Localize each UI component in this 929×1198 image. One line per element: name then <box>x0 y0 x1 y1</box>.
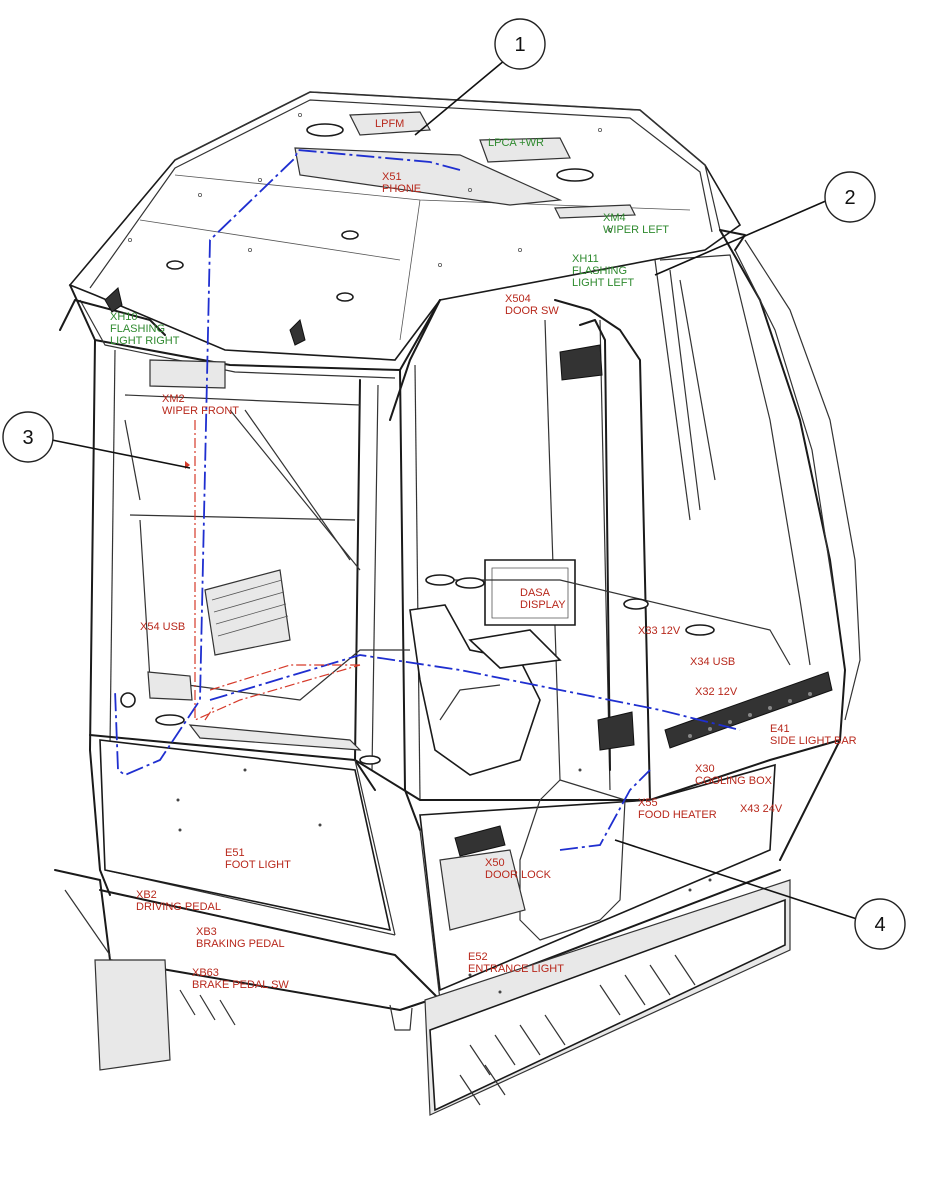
label-line: XH11 <box>572 253 599 265</box>
callouts: 1 2 3 4 <box>2 18 906 950</box>
callout-2-number: 2 <box>844 187 855 209</box>
label-line: X504 <box>505 293 531 305</box>
label-lpca: LPCA +WR <box>488 137 544 149</box>
label-line: LPFM <box>375 118 404 130</box>
label-line: X50 <box>485 857 505 869</box>
wire-door-loop <box>559 769 651 851</box>
wire-floor-to-door <box>209 654 741 731</box>
label-line: BRAKING PEDAL <box>196 938 285 950</box>
label-line: LPCA +WR <box>488 137 544 149</box>
wire-red-floor <box>194 420 361 721</box>
label-line: E52 <box>468 951 488 963</box>
label-line: SIDE LIGHT BAR <box>770 735 857 747</box>
label-line: WIPER FRONT <box>162 405 239 417</box>
label-line: FLASHING <box>572 265 627 277</box>
label-line: XB3 <box>196 926 217 938</box>
label-line: X51 <box>382 171 402 183</box>
label-line: X32 12V <box>695 686 738 698</box>
label-line: PHONE <box>382 183 421 195</box>
label-line: ENTRANCE LIGHT <box>468 963 564 975</box>
wire-roof-to-left-pillar <box>114 149 461 777</box>
label-usbleft: X54 USB <box>140 621 185 633</box>
label-line: DRIVING PEDAL <box>136 901 221 913</box>
label-line: XM2 <box>162 393 185 405</box>
label-line: XB63 <box>192 967 219 979</box>
label-line: LIGHT RIGHT <box>110 335 180 347</box>
label-x43: X43 24V <box>740 803 783 815</box>
roof <box>59 91 746 421</box>
label-line: WIPER LEFT <box>603 224 669 236</box>
callout-3-number: 3 <box>22 427 33 449</box>
label-line: DOOR LOCK <box>485 869 552 881</box>
callout-1: 1 <box>494 18 546 70</box>
label-line: X30 <box>695 763 715 775</box>
label-line: DASA <box>520 587 551 599</box>
label-line: E51 <box>225 847 245 859</box>
label-usbright: X34 USB <box>690 656 735 668</box>
callout-1-number: 1 <box>514 34 525 56</box>
label-line: XH10 <box>110 311 138 323</box>
label-line: FOOD HEATER <box>638 809 717 821</box>
label-line: X55 <box>638 797 658 809</box>
label-line: COOLING BOX <box>695 775 773 787</box>
label-x32: X32 12V <box>695 686 738 698</box>
label-line: DOOR SW <box>505 305 559 317</box>
callout-3: 3 <box>2 411 54 463</box>
label-line: FLASHING <box>110 323 165 335</box>
callout-4-number: 4 <box>874 914 885 936</box>
label-line: LIGHT LEFT <box>572 277 634 289</box>
wiring <box>114 149 741 851</box>
callout-4: 4 <box>854 898 906 950</box>
label-line: DISPLAY <box>520 599 566 611</box>
label-line: FOOT LIGHT <box>225 859 291 871</box>
label-line: E41 <box>770 723 790 735</box>
label-x33: X33 12V <box>638 625 681 637</box>
label-line: X43 24V <box>740 803 783 815</box>
label-line: BRAKE PEDAL SW <box>192 979 289 991</box>
label-lpfm: LPFM <box>375 118 404 130</box>
callout-2: 2 <box>824 171 876 223</box>
label-line: XM4 <box>603 212 626 224</box>
cab-frame <box>54 229 861 1116</box>
label-line: X33 12V <box>638 625 681 637</box>
label-line: XB2 <box>136 889 157 901</box>
label-line: X54 USB <box>140 621 185 633</box>
label-line: X34 USB <box>690 656 735 668</box>
